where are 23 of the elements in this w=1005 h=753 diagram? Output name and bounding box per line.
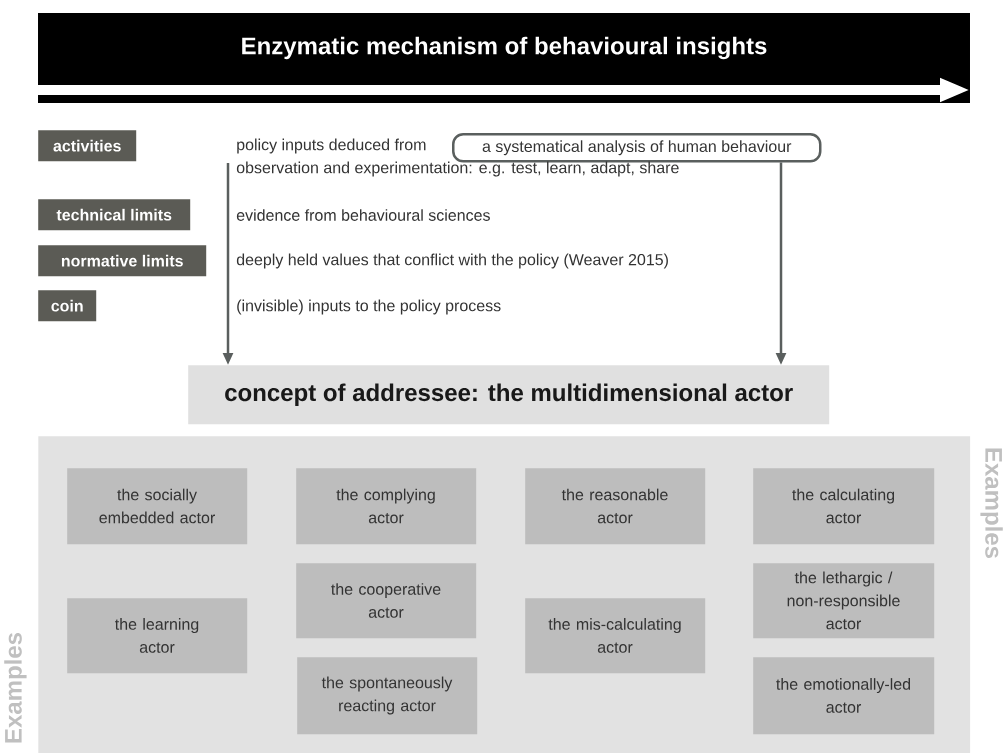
- body-text: deeply held values that conflict with the policy (Weaver 2015): [236, 253, 668, 269]
- body-text: evidence from behavioural sciences: [236, 209, 490, 221]
- highlight-box: a systematical analysis of human behaviour: [452, 133, 822, 163]
- body-text: (invisible) inputs to the policy process: [237, 299, 501, 315]
- actor-box: the calculating actor: [753, 468, 935, 545]
- actor-box: the mis-calculating actor: [525, 598, 706, 674]
- category-tag: activities: [38, 130, 137, 162]
- body-text: policy inputs deduced from: [237, 138, 426, 154]
- actor-box: the lethargic / non-responsible actor: [753, 563, 935, 639]
- actor-box: the spontaneously reacting actor: [297, 657, 478, 735]
- actor-box: the complying actor: [296, 468, 477, 545]
- actor-box: the learning actor: [67, 598, 248, 674]
- category-tag: coin: [38, 290, 97, 322]
- node-label: Examples: [4, 632, 27, 743]
- actor-box: the socially embedded actor: [67, 468, 248, 545]
- actor-box: the emotionally-led actor: [753, 657, 935, 735]
- node-label: Examples: [980, 448, 1003, 559]
- actor-box: the cooperative actor: [296, 563, 477, 639]
- category-tag: normative limits: [38, 245, 207, 277]
- body-text: observation and experimentation: e.g. test, learn, adapt, share: [236, 161, 679, 177]
- actor-box: the reasonable actor: [525, 468, 706, 545]
- category-tag: technical limits: [38, 199, 191, 231]
- concept-box: concept of addressee: the multidimensional actor: [188, 365, 830, 425]
